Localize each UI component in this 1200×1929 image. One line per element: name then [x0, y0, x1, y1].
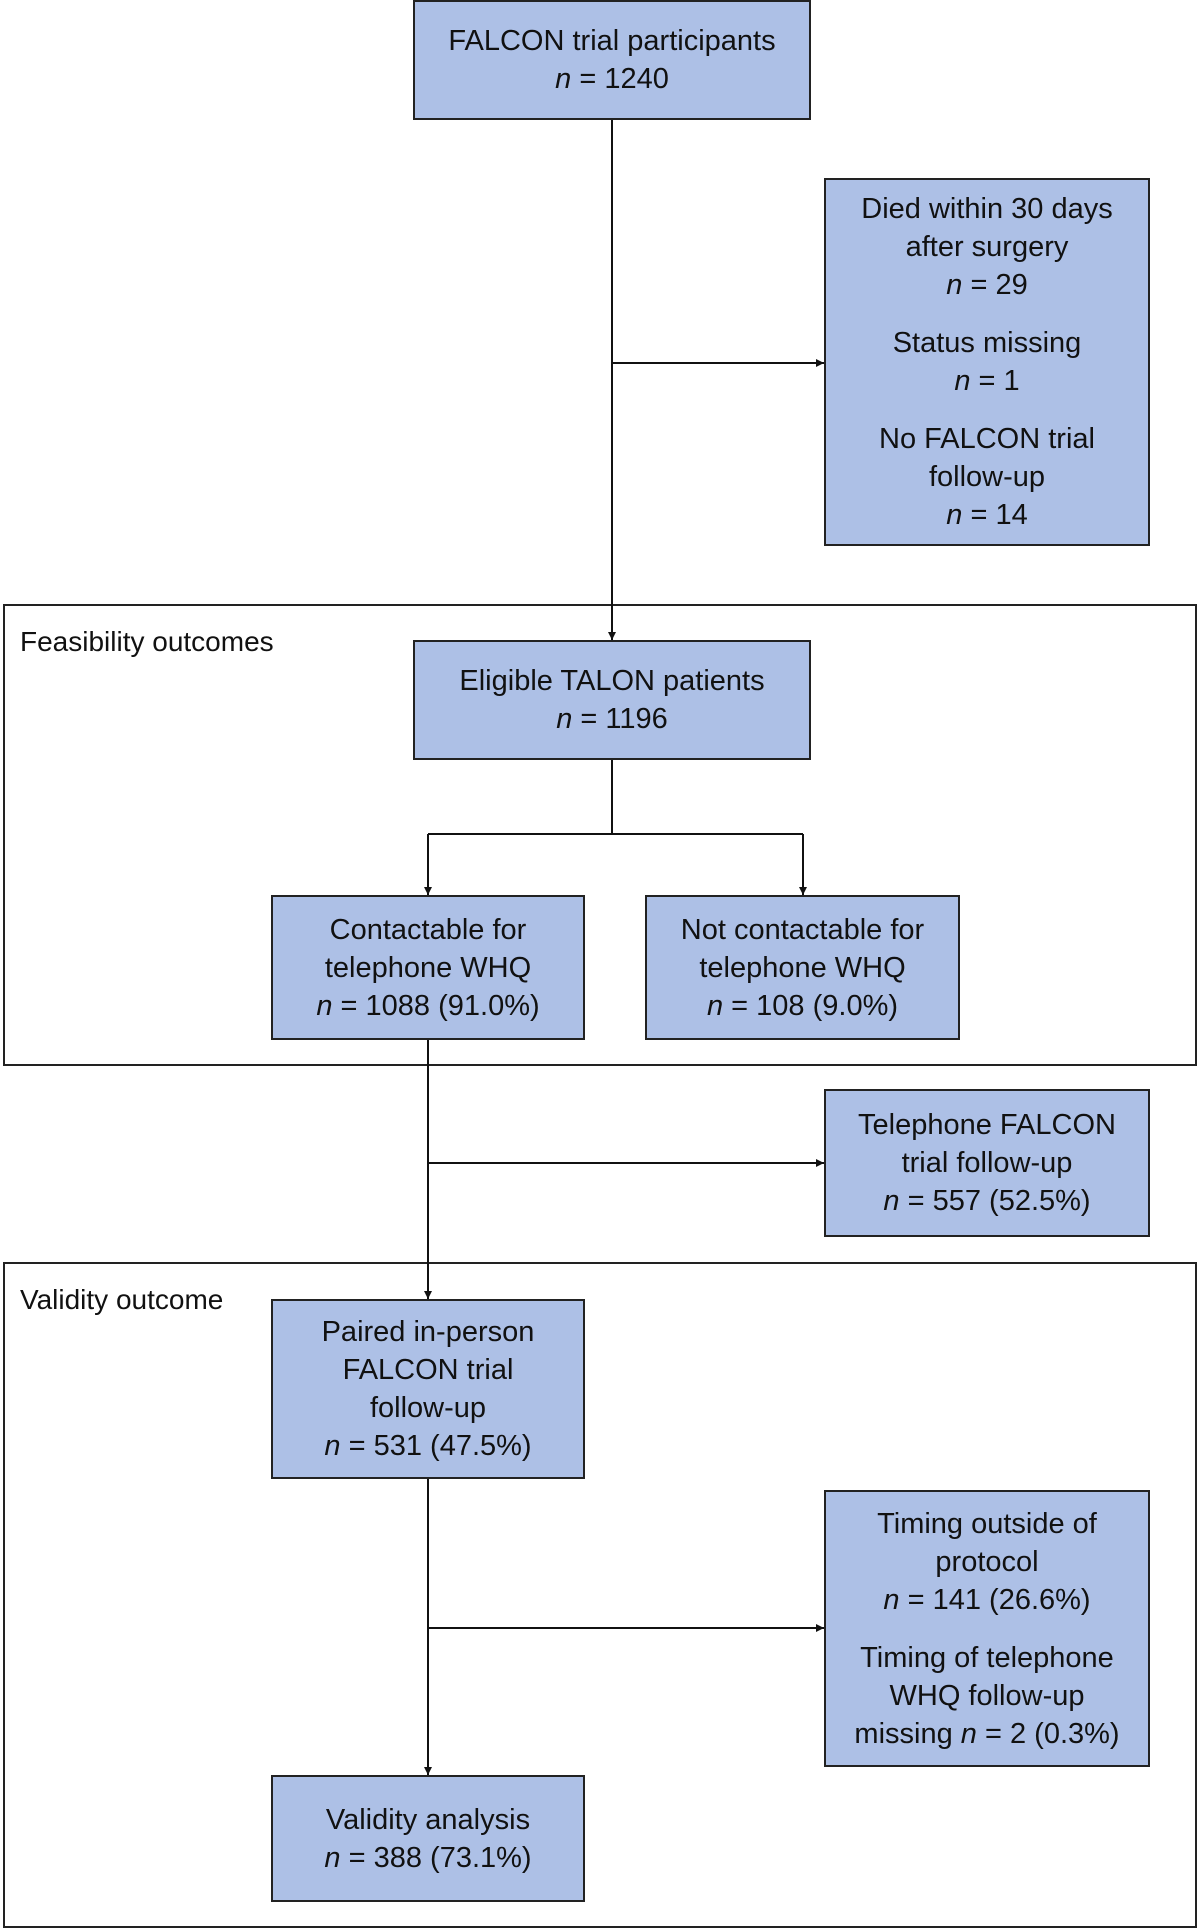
- telephone-followup-box: Telephone FALCON trial follow-up n = 557…: [824, 1089, 1150, 1237]
- excluded-status-missing-group: Status missing n = 1: [893, 324, 1082, 400]
- box-label: trial follow-up: [901, 1147, 1073, 1179]
- box-label: FALCON trial participants: [448, 25, 776, 57]
- box-count: n = 29: [946, 269, 1028, 301]
- feasibility-section: [3, 604, 1197, 1066]
- box-label: follow-up: [369, 1392, 487, 1424]
- excluded-no-followup-group: No FALCON trial follow-up n = 14: [879, 420, 1095, 534]
- box-label: WHQ follow-up: [889, 1679, 1085, 1712]
- box-label: telephone WHQ: [324, 951, 532, 984]
- box-count: n = 388 (73.1%): [324, 1841, 532, 1874]
- box-label: Timing of telephone: [860, 1641, 1114, 1674]
- paired-in-person-box: Paired in-person FALCON trial follow-up …: [271, 1299, 585, 1479]
- box-label: Telephone FALCON: [858, 1109, 1116, 1141]
- timing-missing-group: Timing of telephone WHQ follow-up missin…: [854, 1639, 1119, 1753]
- box-label: Status missing: [892, 327, 1082, 359]
- box-label: Paired in-person: [321, 1316, 535, 1348]
- validity-analysis-box: Validity analysis n = 388 (73.1%): [271, 1775, 585, 1902]
- box-count: n = 1240: [555, 63, 669, 95]
- eligible-talon-box: Eligible TALON patients n = 1196: [413, 640, 811, 760]
- box-count: n = 557 (52.5%): [883, 1185, 1091, 1217]
- box-count: n = 1196: [556, 703, 668, 735]
- box-count: n = 14: [946, 499, 1028, 531]
- validity-section-label: Validity outcome: [20, 1284, 224, 1315]
- box-label: telephone WHQ: [699, 951, 906, 984]
- box-label: No FALCON trial: [879, 423, 1095, 455]
- timing-outside-protocol-group: Timing outside of protocol n = 141 (26.6…: [877, 1505, 1097, 1619]
- box-label: protocol: [935, 1545, 1039, 1578]
- falcon-participants-box: FALCON trial participants n = 1240: [413, 0, 811, 120]
- box-count: n = 531 (47.5%): [324, 1430, 532, 1462]
- box-count: n = 1088 (91.0%): [316, 989, 540, 1022]
- box-label: Eligible TALON patients: [459, 665, 765, 697]
- box-count: n = 141 (26.6%): [883, 1583, 1091, 1616]
- box-label: Validity analysis: [325, 1803, 531, 1836]
- box-count: missing n = 2 (0.3%): [854, 1717, 1120, 1750]
- not-contactable-box: Not contactable for telephone WHQ n = 10…: [645, 895, 960, 1040]
- box-label: follow-up: [928, 461, 1046, 493]
- excluded-box: Died within 30 days after surgery n = 29…: [824, 178, 1150, 546]
- box-label: Timing outside of: [877, 1507, 1097, 1540]
- box-label: Died within 30 days: [861, 193, 1113, 225]
- feasibility-section-label: Feasibility outcomes: [20, 626, 274, 657]
- validity-section: [3, 1262, 1197, 1928]
- excluded-died-group: Died within 30 days after surgery n = 29: [861, 190, 1112, 304]
- contactable-box: Contactable for telephone WHQ n = 1088 (…: [271, 895, 585, 1040]
- box-label: Not contactable for: [680, 913, 925, 946]
- timing-excluded-box: Timing outside of protocol n = 141 (26.6…: [824, 1490, 1150, 1767]
- box-label: Contactable for: [329, 913, 527, 946]
- box-count: n = 108 (9.0%): [706, 989, 899, 1022]
- box-count: n = 1: [954, 365, 1020, 397]
- box-label: after surgery: [905, 231, 1069, 263]
- box-label: FALCON trial: [342, 1354, 514, 1386]
